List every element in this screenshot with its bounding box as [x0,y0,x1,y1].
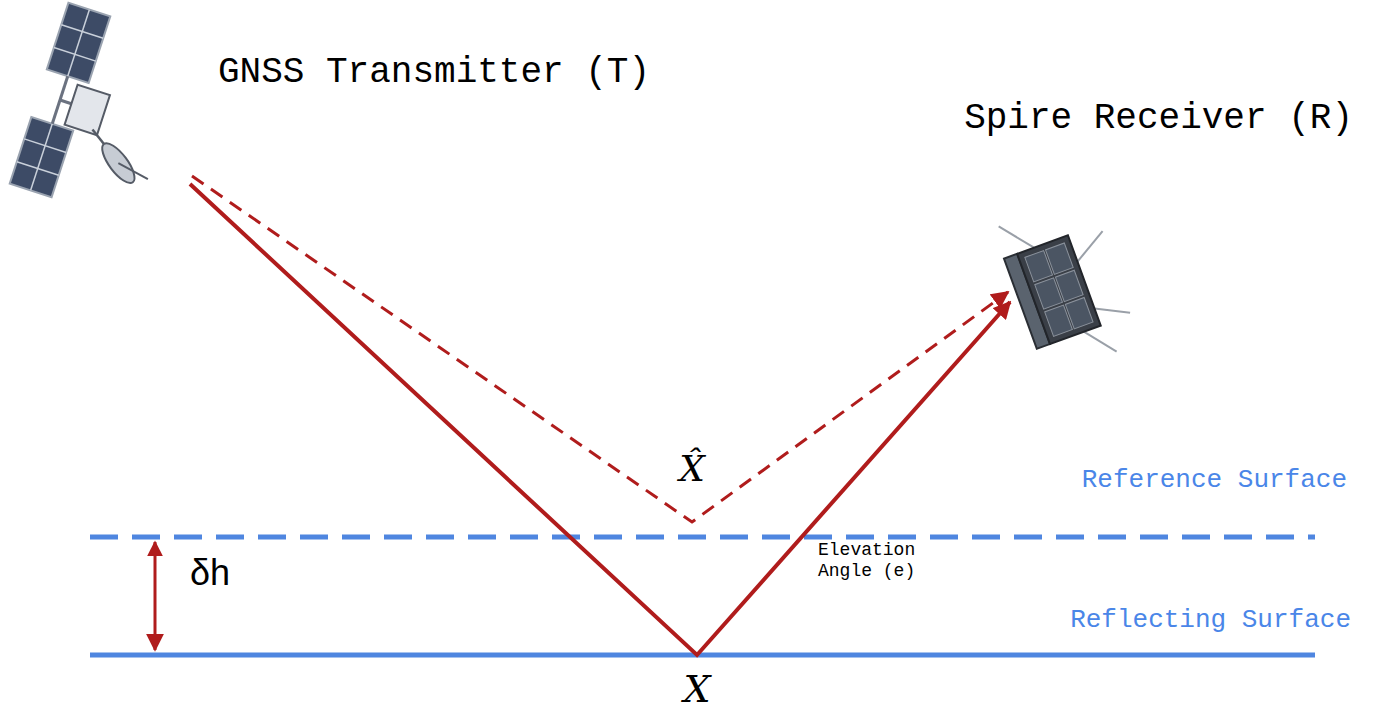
panel-cell-line [17,162,59,176]
receiver-cubesat-icon [993,194,1143,377]
reflected-signal-path [190,184,1010,655]
cubesat-cell [1046,243,1074,274]
panel-boom [60,100,71,104]
transmitter-label: GNSS Transmitter (T) [218,52,650,93]
antenna [1095,298,1131,324]
elevation-angle-label: Elevation Angle (e) [818,540,948,581]
solar-panel [47,3,110,83]
height-offset-arrow [154,542,157,650]
reflecting-surface-label: Reflecting Surface [1070,606,1351,636]
panel-cell-line [54,48,96,62]
reflecting-surface-line [90,653,1315,658]
height-offset-label: δh [190,552,230,593]
reference-point-label: X̂ [679,448,705,489]
solar-panel [10,117,73,197]
panel-cell-line [24,139,66,153]
receiver-label: Spire Receiver (R) [964,98,1353,139]
panel-cell-line [31,124,53,191]
reference-signal-path [192,176,1008,522]
cubesat-cell [1055,270,1083,301]
satellite-body [65,85,110,135]
reflection-point-label: X [683,668,710,712]
cubesat-cell [1065,298,1093,329]
dish-feed [116,163,149,179]
panel-cell-line [68,10,90,77]
gnss-satellite-icon [10,3,192,224]
reference-surface-line [90,535,1315,540]
reference-surface-label: Reference Surface [1082,466,1347,496]
panel-cell-line [61,25,103,39]
cubesat-body [1017,235,1101,344]
